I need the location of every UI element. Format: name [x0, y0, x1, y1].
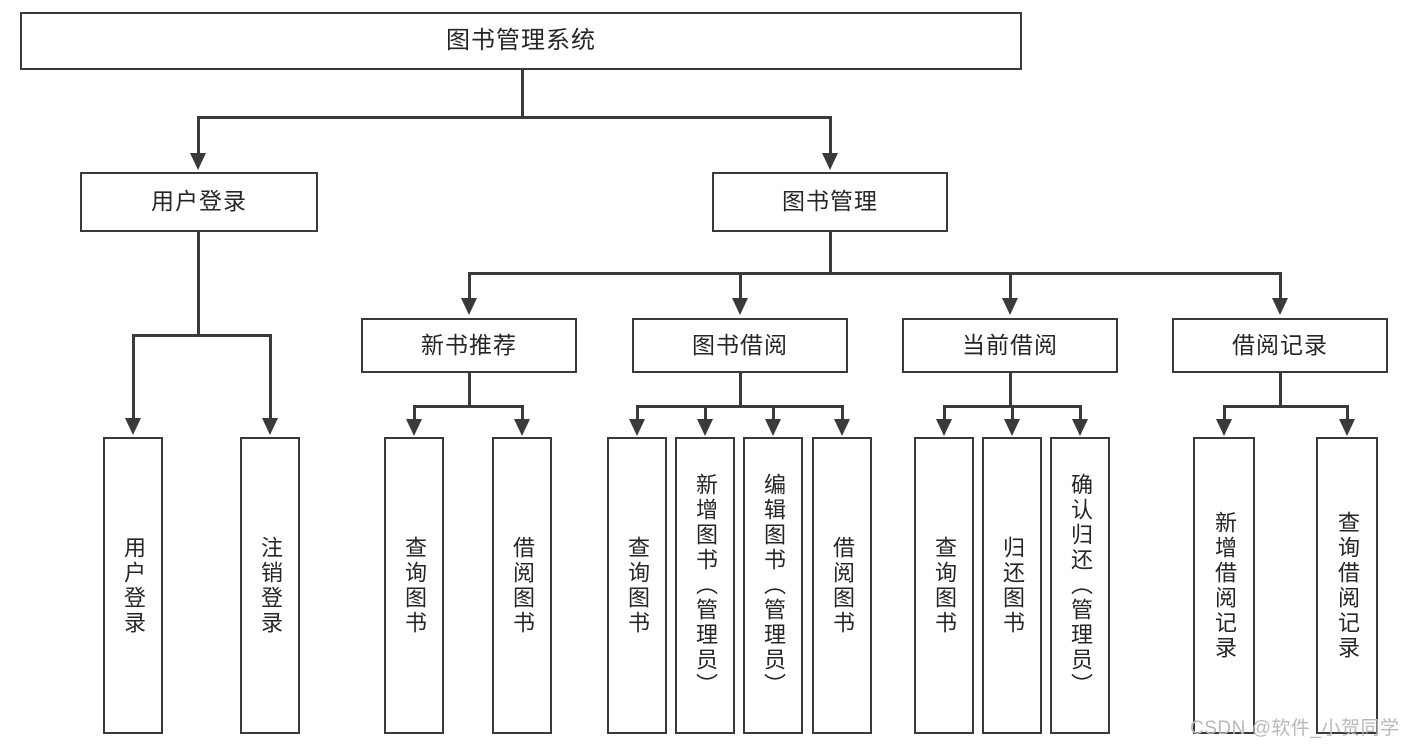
connector-book-borrow-drop-3 — [772, 405, 775, 421]
leaf-user-login-login[interactable]: 用户登录 — [103, 437, 163, 734]
arrow-book-borrow-leaf-2 — [697, 419, 713, 436]
leaf-book-borrow-query-book[interactable]: 查询图书 — [607, 437, 667, 734]
connector-current-borrow-drop-1 — [943, 405, 946, 421]
connector-current-borrow-drop-3 — [1079, 405, 1082, 421]
connector-book-manage-drop-2 — [739, 272, 742, 300]
connector-book-borrow-bus — [637, 405, 843, 408]
connector-current-borrow-drop-2 — [1011, 405, 1014, 421]
arrow-book-borrow-leaf-4 — [834, 419, 850, 436]
node-user-login[interactable]: 用户登录 — [80, 172, 318, 232]
connector-book-borrow-drop-2 — [704, 405, 707, 421]
connector-book-manage-drop-3 — [1009, 272, 1012, 300]
arrow-current-borrow-leaf-2 — [1004, 419, 1020, 436]
node-book-manage[interactable]: 图书管理 — [712, 172, 948, 232]
leaf-borrow-record-add-record[interactable]: 新增借阅记录 — [1193, 437, 1255, 734]
arrow-user-login-leaf-2 — [262, 418, 278, 435]
leaf-current-borrow-query-book[interactable]: 查询图书 — [914, 437, 974, 734]
leaf-book-borrow-borrow-book[interactable]: 借阅图书 — [812, 437, 872, 734]
csdn-watermark: CSDN @软件_小贺同学 — [1190, 718, 1400, 739]
arrow-user-login-leaf-1 — [125, 418, 141, 435]
node-root-system[interactable]: 图书管理系统 — [20, 12, 1022, 70]
arrow-book-manage-to-book-borrow — [732, 298, 748, 315]
connector-borrow-record-bus — [1224, 405, 1348, 408]
connector-root-bus — [198, 116, 832, 119]
leaf-borrow-record-query-record[interactable]: 查询借阅记录 — [1316, 437, 1378, 734]
connector-new-book-stem — [468, 373, 471, 407]
connector-book-borrow-drop-1 — [636, 405, 639, 421]
connector-book-manage-drop-1 — [468, 272, 471, 300]
connector-user-login-bus — [133, 334, 270, 337]
arrow-book-manage-to-borrow-record — [1272, 298, 1288, 315]
connector-book-borrow-stem — [739, 373, 742, 407]
connector-book-manage-bus — [469, 272, 1281, 275]
node-book-borrow[interactable]: 图书借阅 — [632, 318, 848, 373]
leaf-current-borrow-return-book[interactable]: 归还图书 — [982, 437, 1042, 734]
arrow-book-manage-to-current-borrow — [1002, 298, 1018, 315]
connector-borrow-record-stem — [1279, 373, 1282, 407]
arrow-current-borrow-leaf-1 — [936, 419, 952, 436]
connector-book-manage-stem — [829, 232, 832, 274]
arrow-new-book-leaf-1 — [406, 419, 422, 436]
connector-borrow-record-drop-1 — [1223, 405, 1226, 421]
leaf-user-login-logout[interactable]: 注销登录 — [240, 437, 300, 734]
arrow-root-to-user-login — [190, 153, 206, 170]
arrow-new-book-leaf-2 — [514, 419, 530, 436]
leaf-book-borrow-add-book[interactable]: 新增图书（管理员） — [675, 437, 735, 734]
connector-root-stem — [521, 70, 524, 118]
connector-current-borrow-stem — [1009, 373, 1012, 407]
connector-user-login-drop-2 — [269, 334, 272, 420]
node-borrow-record[interactable]: 借阅记录 — [1172, 318, 1388, 373]
arrow-book-borrow-leaf-3 — [765, 419, 781, 436]
leaf-new-book-borrow-book[interactable]: 借阅图书 — [492, 437, 552, 734]
leaf-book-borrow-edit-book[interactable]: 编辑图书（管理员） — [743, 437, 803, 734]
arrow-current-borrow-leaf-3 — [1072, 419, 1088, 436]
arrow-borrow-record-leaf-2 — [1339, 419, 1355, 436]
connector-book-manage-drop-4 — [1279, 272, 1282, 300]
node-new-book-recommend[interactable]: 新书推荐 — [361, 318, 577, 373]
arrow-book-manage-to-new-book — [461, 298, 477, 315]
leaf-new-book-query-book[interactable]: 查询图书 — [384, 437, 444, 734]
node-current-borrow[interactable]: 当前借阅 — [902, 318, 1118, 373]
connector-new-book-bus — [414, 405, 524, 408]
leaf-current-borrow-confirm-return[interactable]: 确认归还（管理员） — [1050, 437, 1110, 734]
connector-book-borrow-drop-4 — [841, 405, 844, 421]
arrow-borrow-record-leaf-1 — [1216, 419, 1232, 436]
connector-root-to-book-manage — [829, 116, 832, 156]
connector-user-login-drop-1 — [132, 334, 135, 420]
connector-new-book-drop-2 — [521, 405, 524, 421]
connector-root-to-user-login — [197, 116, 200, 156]
arrow-book-borrow-leaf-1 — [629, 419, 645, 436]
connector-user-login-stem — [197, 232, 200, 336]
connector-borrow-record-drop-2 — [1346, 405, 1349, 421]
arrow-root-to-book-manage — [822, 153, 838, 170]
connector-new-book-drop-1 — [413, 405, 416, 421]
